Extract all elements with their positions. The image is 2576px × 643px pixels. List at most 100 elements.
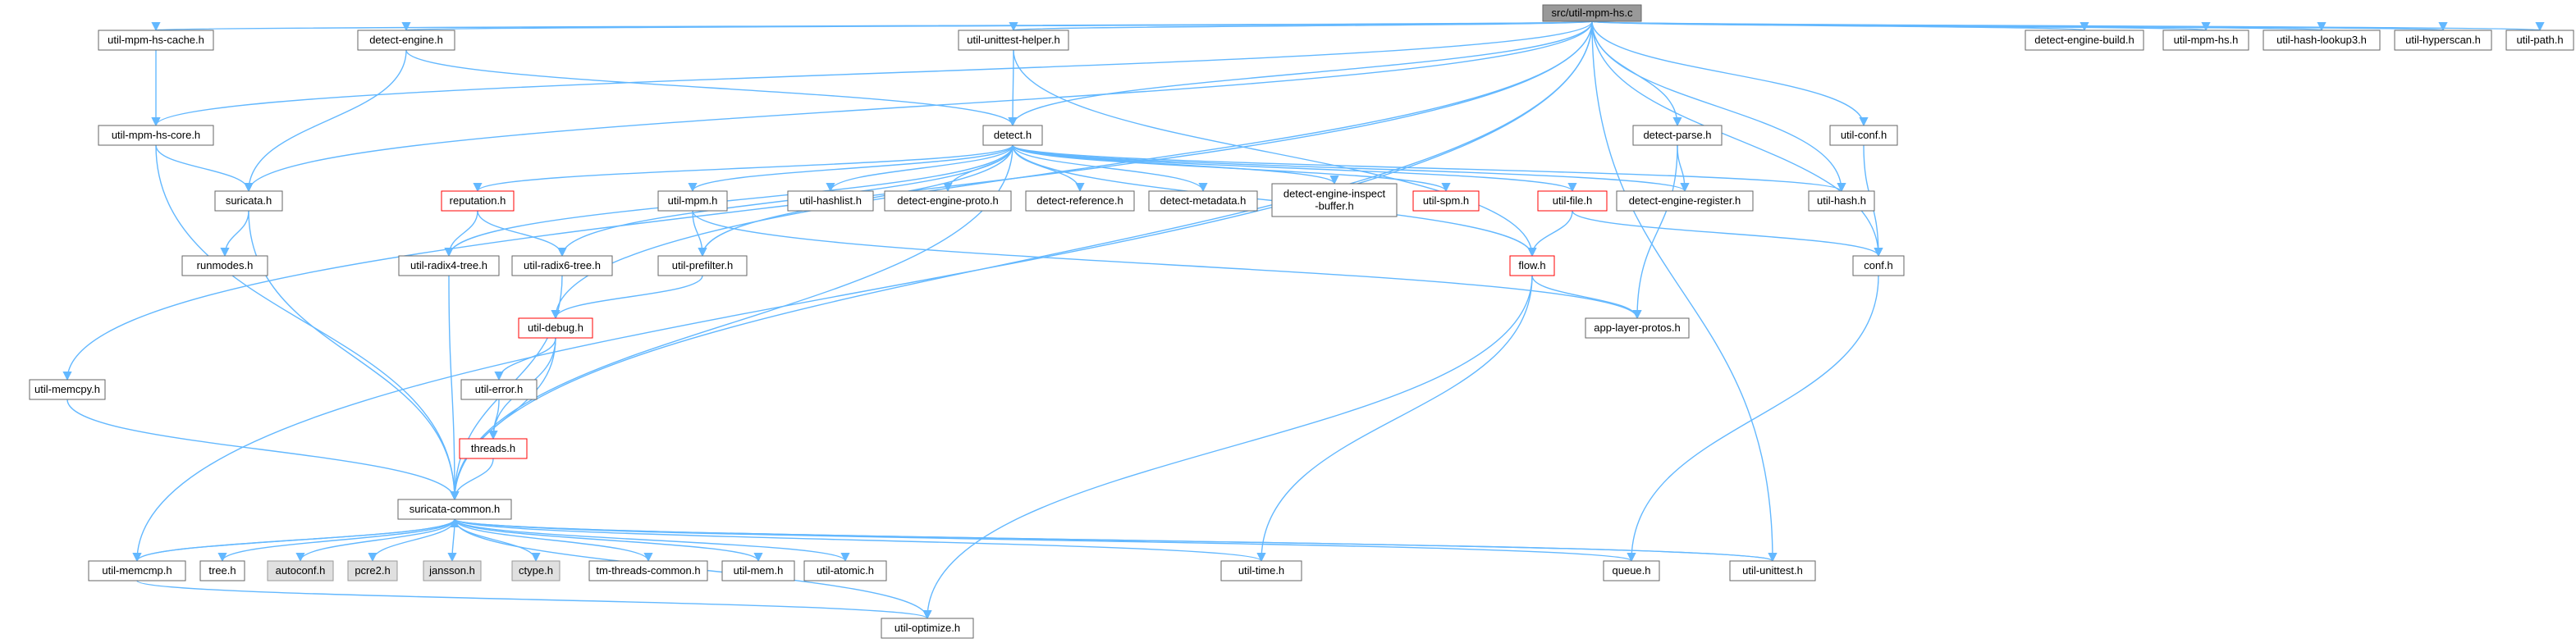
node-unittesthelper[interactable]: util-unittest-helper.h (958, 30, 1069, 51)
node-memcmp-box (88, 560, 186, 581)
edge-detparse-to-applayer (1632, 144, 1678, 320)
node-debuild[interactable]: detect-engine-build.h (2025, 30, 2144, 51)
node-detref-box (1025, 190, 1135, 212)
node-layer: src/util-mpm-hs.c util-mpm-hs-cache.h dete… (29, 4, 2574, 639)
edge-error-to-threads (488, 399, 500, 440)
node-mpmhs[interactable]: util-mpm-hs.h (2162, 30, 2249, 51)
edge-hscore-to-common (155, 144, 460, 501)
edge-common-to-tmthreads (454, 518, 653, 563)
node-suricata[interactable]: suricata.h (214, 190, 283, 212)
node-spm-box (1412, 190, 1480, 212)
node-optimize[interactable]: util-optimize.h (881, 618, 974, 639)
edge-threads-to-common (450, 458, 494, 501)
node-utilfile[interactable]: util-file.h (1537, 190, 1608, 212)
node-threads-box (459, 438, 528, 459)
node-reputation[interactable]: reputation.h (441, 190, 515, 212)
node-error[interactable]: util-error.h (460, 379, 538, 400)
node-unittesthelper-box (958, 30, 1069, 51)
node-hscache[interactable]: util-mpm-hs-cache.h (98, 30, 214, 51)
node-hashlookup3[interactable]: util-hash-lookup3.h (2263, 30, 2381, 51)
node-debug-label: util-debug.h (528, 322, 583, 334)
edge-unittest-to-common (451, 518, 1773, 562)
node-radix6[interactable]: util-radix6-tree.h (511, 255, 613, 276)
edge-debug-to-common (450, 337, 556, 501)
node-common[interactable]: suricata-common.h (397, 499, 512, 520)
node-atomic[interactable]: util-atomic.h (803, 560, 887, 581)
node-autoconf-box (267, 560, 334, 581)
edge-memcpy-to-common (66, 399, 460, 501)
node-conf[interactable]: conf.h (1852, 255, 1905, 276)
node-spm[interactable]: util-spm.h (1412, 190, 1480, 212)
node-hash-box (1808, 190, 1875, 212)
node-hashlist[interactable]: util-hashlist.h (787, 190, 874, 212)
node-memcpy-box (29, 379, 106, 400)
node-tmthreads-box (588, 560, 708, 581)
node-queue[interactable]: queue.h (1603, 560, 1660, 581)
edge-utilmpm-to-applayer (692, 210, 1642, 320)
edge-root-to-memcmp (132, 21, 1593, 563)
node-memcpy-label: util-memcpy.h (34, 383, 100, 395)
node-deinspect-label: detect-engine-inspect (1283, 188, 1386, 200)
node-prefilter[interactable]: util-prefilter.h (657, 255, 748, 276)
node-hyperscan[interactable]: util-hyperscan.h (2394, 30, 2492, 51)
node-radix6-label: util-radix6-tree.h (524, 259, 601, 271)
node-deinspect-label: -buffer.h (1315, 200, 1353, 212)
node-detengine[interactable]: detect-engine.h (357, 30, 455, 51)
node-time[interactable]: util-time.h (1220, 560, 1302, 581)
node-runmodes[interactable]: runmodes.h (181, 255, 268, 276)
node-common-label: suricata-common.h (410, 503, 501, 515)
node-suricata-box (214, 190, 283, 212)
edge-common-to-queue (454, 518, 1636, 563)
edge-utilfile-to-flow (1527, 210, 1573, 258)
node-root-label: src/util-mpm-hs.c (1552, 7, 1633, 19)
node-tree[interactable]: tree.h (199, 560, 245, 581)
node-detect[interactable]: detect.h (982, 125, 1043, 146)
node-applayer[interactable]: app-layer-protos.h (1585, 317, 1690, 339)
edge-root-to-conf (1591, 21, 1883, 258)
edge-detect-to-detmeta (1012, 144, 1208, 193)
node-hscache-label: util-mpm-hs-cache.h (108, 34, 204, 46)
node-memcmp[interactable]: util-memcmp.h (88, 560, 186, 581)
node-mem[interactable]: util-mem.h (721, 560, 795, 581)
node-hyperscan-label: util-hyperscan.h (2405, 34, 2481, 46)
node-deinspect[interactable]: detect-engine-inspect-buffer.h (1271, 183, 1398, 217)
node-unittest-box (1729, 560, 1816, 581)
node-spm-label: util-spm.h (1423, 194, 1469, 207)
node-radix4[interactable]: util-radix4-tree.h (398, 255, 500, 276)
node-utilmpm[interactable]: util-mpm.h (657, 190, 728, 212)
node-optimize-box (881, 618, 974, 639)
node-optimize-label: util-optimize.h (895, 622, 960, 634)
node-utilconf[interactable]: util-conf.h (1829, 125, 1898, 146)
node-detref[interactable]: detect-reference.h (1025, 190, 1135, 212)
node-mpmhs-box (2162, 30, 2249, 51)
node-deproto[interactable]: detect-engine-proto.h (884, 190, 1012, 212)
node-tmthreads[interactable]: tm-threads-common.h (588, 560, 708, 581)
edge-detect-to-spm (1012, 144, 1451, 193)
node-detect-label: detect.h (994, 129, 1032, 141)
node-deinspect-box (1271, 183, 1398, 217)
node-mpmhs-label: util-mpm-hs.h (2174, 34, 2239, 46)
node-detmeta[interactable]: detect-metadata.h (1148, 190, 1258, 212)
node-debug-box (518, 317, 593, 339)
node-detparse-label: detect-parse.h (1643, 129, 1711, 141)
node-unittest[interactable]: util-unittest.h (1729, 560, 1816, 581)
node-debug[interactable]: util-debug.h (518, 317, 593, 339)
node-detparse[interactable]: detect-parse.h (1632, 125, 1723, 146)
node-threads-label: threads.h (471, 442, 515, 454)
edge-flow-to-time (1256, 275, 1533, 563)
node-reputation-box (441, 190, 515, 212)
node-hscore[interactable]: util-mpm-hs-core.h (98, 125, 214, 146)
edge-memcmp-to-optimize (136, 580, 932, 620)
node-path[interactable]: util-path.h (2505, 30, 2574, 51)
node-detect-box (982, 125, 1043, 146)
node-dereg[interactable]: detect-engine-register.h (1616, 190, 1754, 212)
node-root-box (1542, 4, 1642, 22)
edge-detect-to-detref (1012, 144, 1085, 193)
node-utilconf-label: util-conf.h (1841, 129, 1887, 141)
node-flow[interactable]: flow.h (1509, 255, 1555, 276)
node-threads[interactable]: threads.h (459, 438, 528, 459)
edge-common-to-jansson (447, 518, 457, 563)
node-hash[interactable]: util-hash.h (1808, 190, 1875, 212)
edge-detect-to-hashlist (826, 144, 1013, 193)
node-memcpy[interactable]: util-memcpy.h (29, 379, 106, 400)
